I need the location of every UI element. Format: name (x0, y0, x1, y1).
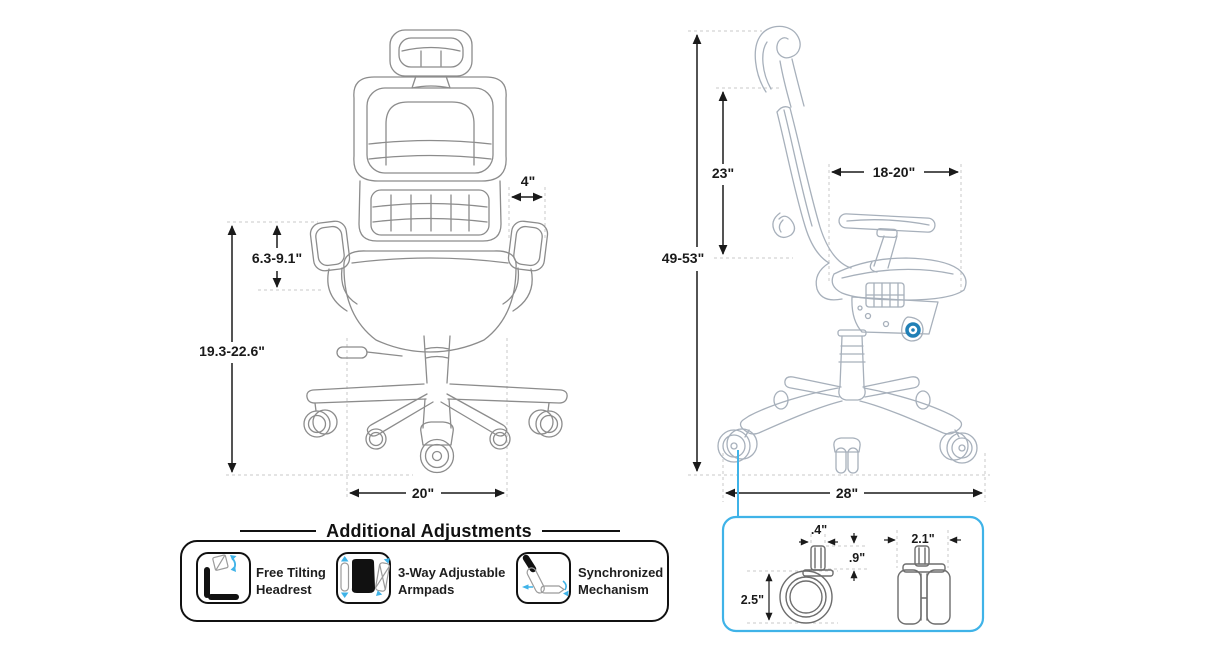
front-view-dimensions: 4" 6.3-9.1" 19.3-22.6" 20" (199, 173, 543, 501)
icon-tile (196, 552, 251, 604)
dashed-extension-lines (226, 30, 990, 502)
additional-adjustments-panel: Additional Adjustments Free Tilting Head… (180, 521, 669, 622)
adjustment-item-free-tilting-headrest: Free Tilting Headrest (196, 552, 326, 604)
tilt-tension-knob (905, 322, 921, 338)
adjustment-item-armpads: 3-Way Adjustable Armpads (336, 552, 505, 604)
adjustment-label-line2: Armpads (398, 582, 454, 597)
caster-wheel-diameter-dim: 2.5" (741, 593, 764, 607)
side-view-dimensions: 49-53" 23" 18-20" 28" (662, 34, 983, 501)
additional-adjustments-title: Additional Adjustments (326, 521, 532, 541)
side-view-chair-drawing (717, 25, 978, 474)
caster-front-view-drawing (897, 545, 951, 625)
caster-side-view-drawing (779, 545, 834, 624)
free-tilting-headrest-icon (204, 554, 239, 600)
caster-detail-panel: .4" .9" 2.5" 2.1" (721, 450, 985, 633)
adjustment-label-line2: Headrest (256, 582, 312, 597)
front-armrest-height-range-dim: 6.3-9.1" (252, 250, 302, 266)
caster-wheel-width-dim: 2.1" (911, 532, 934, 546)
caster-stem-height-dim: .9" (849, 551, 865, 565)
front-seat-height-range-dim: 19.3-22.6" (199, 343, 265, 359)
front-armrest-pad-width-dim: 4" (521, 173, 535, 189)
adjustments-box (180, 540, 669, 622)
side-base-width-dim: 28" (836, 485, 858, 501)
adjustment-label-line2: Mechanism (578, 582, 649, 597)
side-seat-depth-range-dim: 18-20" (873, 164, 915, 180)
adjustment-label-line1: Synchronized (578, 565, 663, 580)
side-backrest-height-dim: 23" (712, 165, 734, 181)
caster-detail-box (721, 515, 985, 633)
front-view-chair-drawing (303, 29, 568, 474)
synchronized-mechanism-icon (522, 554, 569, 597)
adjustment-item-synchronized-mechanism: Synchronized Mechanism (516, 552, 663, 604)
side-overall-height-range-dim: 49-53" (662, 250, 704, 266)
caster-stem-width-dim: .4" (811, 523, 827, 537)
front-seat-width-dim: 20" (412, 485, 434, 501)
adjustment-label-line1: 3-Way Adjustable (398, 565, 505, 580)
three-way-adjustable-armpads-icon (340, 556, 391, 598)
adjustment-label-line1: Free Tilting (256, 565, 326, 580)
